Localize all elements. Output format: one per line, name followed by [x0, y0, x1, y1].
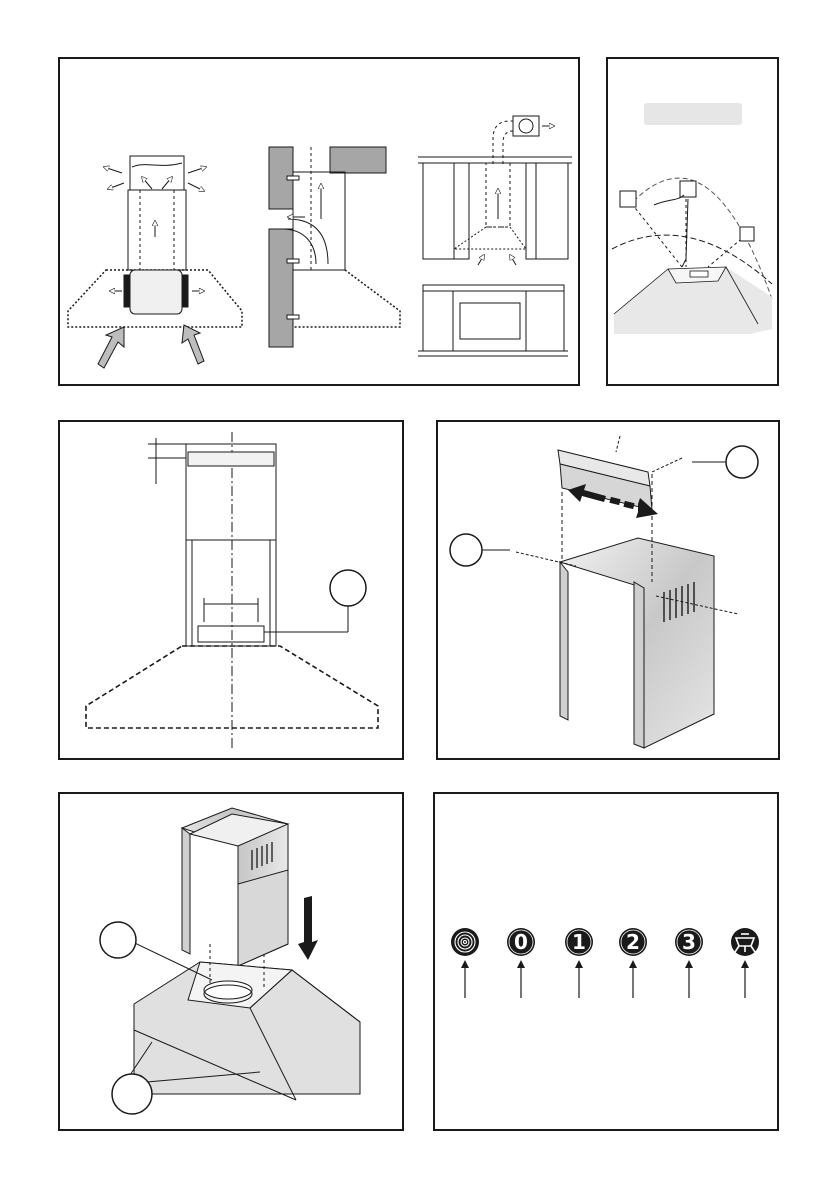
button-light[interactable] — [451, 928, 479, 998]
button-speed-0[interactable]: 0 — [507, 928, 535, 998]
bracket-position-panel — [58, 420, 404, 760]
callout-bracket — [330, 570, 366, 606]
control-panel: 0 1 2 3 — [433, 792, 779, 1131]
speed-three-icon: 3 — [682, 930, 696, 954]
button-speed-1[interactable]: 1 — [565, 928, 593, 998]
callout-side-screw — [450, 534, 482, 566]
chimney-upper — [182, 808, 288, 966]
intake-arrows — [98, 325, 204, 368]
button-speed-3[interactable]: 3 — [675, 928, 703, 998]
ducted-kitchen-drawing — [418, 116, 572, 356]
speed-two-icon: 2 — [626, 930, 640, 954]
chimney-section — [480, 462, 738, 748]
chimney-installation-diagram — [60, 794, 402, 1129]
chimney-installation-panel — [58, 792, 404, 1131]
hood-body — [614, 267, 772, 334]
extraction-modes-panel — [58, 57, 580, 386]
control-buttons-diagram: 0 1 2 3 — [435, 794, 777, 1129]
button-lamp[interactable] — [731, 928, 759, 998]
electrical-connection-diagram — [608, 59, 777, 384]
chimney-front-view — [60, 422, 402, 758]
extraction-modes-diagram — [60, 59, 578, 384]
down-arrow — [298, 896, 318, 960]
wall-mount-drawing — [269, 147, 400, 347]
electrical-connection-panel — [606, 57, 779, 386]
off-icon: 0 — [514, 930, 528, 954]
bracket-attachment-panel — [436, 420, 780, 760]
callout-chimney — [100, 922, 136, 958]
speed-one-icon: 1 — [572, 930, 586, 954]
upper-bracket — [558, 436, 682, 510]
bracket-attachment-diagram — [438, 422, 778, 758]
label-placeholder — [644, 103, 742, 125]
recirculation-hood-drawing — [68, 156, 242, 327]
callout-hood — [112, 1074, 152, 1114]
callout-top-screw — [726, 446, 758, 478]
button-speed-2[interactable]: 2 — [619, 928, 647, 998]
